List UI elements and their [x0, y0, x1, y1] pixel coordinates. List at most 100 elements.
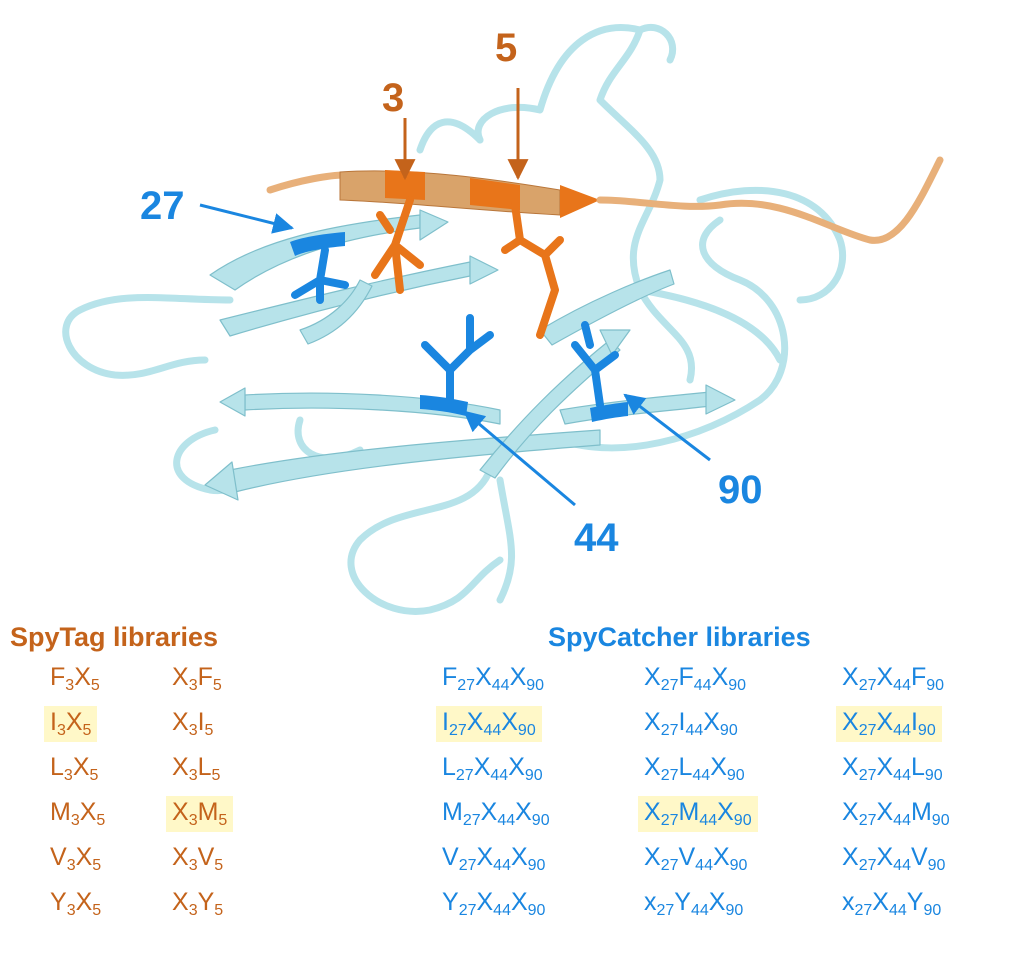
- residue-letter: F: [910, 662, 927, 691]
- residue-position: 90: [917, 721, 936, 739]
- spytag-library-entry: L3X5: [44, 746, 111, 791]
- spycatcher-library-entry: V27X44X90: [436, 836, 556, 881]
- library-sequence: L27X44X90: [436, 751, 549, 787]
- residue-position: 44: [695, 856, 713, 874]
- spytag-library-entry: X3F5: [166, 656, 233, 701]
- residue-position: 5: [214, 856, 224, 874]
- residue-letter: X: [710, 752, 727, 781]
- residue-letter: X: [644, 797, 661, 826]
- residue-position: 90: [517, 721, 536, 739]
- library-sequence: X27X44L90: [836, 751, 949, 787]
- residue-position: 44: [690, 901, 709, 919]
- library-sequence: X3M5: [166, 795, 234, 832]
- residue-position: 27: [858, 721, 877, 739]
- residue-letter: X: [72, 752, 90, 781]
- residue-letter: L: [50, 752, 64, 781]
- residue-letter: M: [197, 797, 219, 826]
- residue-position: 90: [733, 811, 752, 829]
- residue-position: 44: [893, 766, 911, 784]
- residue-position: 44: [497, 811, 516, 829]
- library-sequence: X3V5: [166, 841, 229, 877]
- residue-letter: X: [172, 797, 189, 826]
- library-sequence: X27L44X90: [638, 751, 751, 787]
- residue-position: 44: [692, 766, 711, 784]
- spycatcher-library-entry: X27X44V90: [836, 836, 956, 881]
- residue-letter: X: [708, 887, 726, 916]
- library-sequence: X3F5: [166, 661, 228, 697]
- library-sequence: X27X44M90: [836, 796, 956, 832]
- spytag-library-entry: F3X5: [44, 656, 111, 701]
- residue-letter: I: [442, 707, 449, 736]
- spytag-library-entry: M3X5: [44, 791, 111, 836]
- residue-letter: M: [442, 797, 463, 826]
- residue-position: 90: [719, 721, 738, 739]
- residue-letter: X: [172, 707, 189, 736]
- library-sequence: X27I44X90: [638, 706, 744, 742]
- residue-position: 90: [531, 811, 550, 829]
- residue-letter: X: [172, 842, 189, 871]
- residue-position: 44: [893, 721, 911, 739]
- spytag-sidechains: [371, 196, 564, 339]
- residue-position: 27: [458, 901, 477, 919]
- spycatcher-library-entry: X27L44X90: [638, 746, 758, 791]
- residue-position: 90: [927, 856, 946, 874]
- spycatcher-library-entry: X27X44M90: [836, 791, 956, 836]
- residue-position: 27: [858, 766, 877, 784]
- residue-letter: X: [703, 707, 720, 736]
- residue-position: 27: [858, 811, 877, 829]
- residue-letter: Y: [674, 887, 691, 916]
- residue-letter: X: [172, 662, 189, 691]
- residue-position: 5: [212, 676, 222, 694]
- residue-letter: X: [876, 752, 894, 781]
- residue-letter: X: [842, 707, 859, 736]
- residue-position: 3: [63, 766, 73, 784]
- residue-position: 44: [483, 721, 502, 739]
- library-sequence: X27X44F90: [836, 661, 950, 697]
- spycatcher-library-entry: Y27X44X90: [436, 881, 556, 926]
- residue-letter: X: [644, 707, 661, 736]
- residue-position: 27: [660, 766, 679, 784]
- residue-position: 90: [729, 856, 748, 874]
- residue-letter: Y: [442, 887, 459, 916]
- residue-letter: X: [842, 752, 859, 781]
- spytag-peptide: [266, 156, 944, 244]
- library-sequence: X3Y5: [166, 886, 229, 922]
- spycatcher-library-entry: X27X44I90: [836, 701, 956, 746]
- residue-letter: V: [910, 842, 928, 871]
- residue-letter: X: [509, 662, 527, 691]
- spytag-library-entry: X3M5: [166, 791, 234, 836]
- residue-position: 27: [854, 901, 873, 919]
- residue-position: 44: [693, 676, 712, 694]
- residue-position: 44: [893, 676, 911, 694]
- residue-position: 3: [66, 856, 76, 874]
- residue-letter: I: [50, 707, 57, 736]
- residue-letter: X: [876, 797, 894, 826]
- spytag-library-entry: Y3X5: [44, 881, 111, 926]
- residue-letter: M: [910, 797, 932, 826]
- residue-position: 5: [89, 766, 99, 784]
- residue-letter: V: [50, 842, 67, 871]
- residue-letter: X: [172, 752, 189, 781]
- residue-letter: X: [75, 887, 93, 916]
- label-residue-27: 27: [140, 184, 185, 228]
- residue-position: 90: [924, 766, 943, 784]
- library-sequence: I27X44X90: [436, 705, 542, 742]
- spytag-library-entry: X3Y5: [166, 881, 233, 926]
- library-sequence: L3X5: [44, 751, 104, 787]
- residue-position: 27: [660, 676, 679, 694]
- residue-position: 5: [92, 901, 102, 919]
- beta-strand: [299, 279, 373, 345]
- residue-position: 27: [462, 811, 481, 829]
- residue-letter: V: [197, 842, 215, 871]
- residue-position: 27: [457, 676, 476, 694]
- residue-letter: X: [480, 797, 498, 826]
- residue-letter: F: [50, 662, 66, 691]
- residue-position: 90: [725, 901, 744, 919]
- library-sequence: X27X44V90: [836, 841, 951, 877]
- residue-position: 5: [92, 856, 102, 874]
- residue-position: 44: [493, 856, 511, 874]
- residue-letter: X: [510, 887, 528, 916]
- residue-position: 3: [188, 901, 198, 919]
- library-sequence: x27Y44X90: [638, 886, 749, 922]
